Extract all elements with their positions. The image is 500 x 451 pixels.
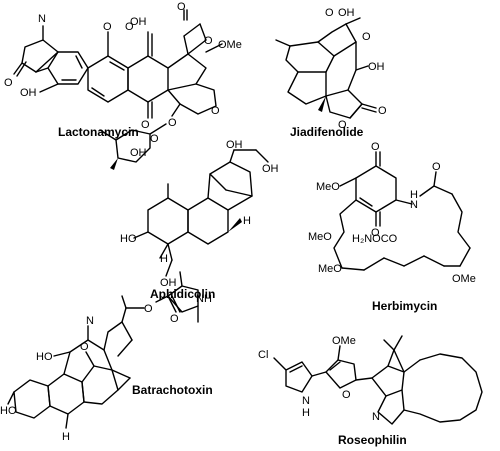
- lactonamycin-structure: N O O O OH OH O O OMe O O O O OH Lactona…: [4, 1, 242, 170]
- herbimycin-atom-h2nocoo: H₂NOCO: [352, 233, 398, 245]
- herbimycin-structure: O O MeO N H O H₂NOCO MeO MeO OMe Herbimy…: [308, 141, 476, 313]
- roseophilin-name: Roseophilin: [338, 433, 407, 447]
- herbimycin-atom-o1: O: [371, 141, 380, 153]
- aphidicolin-atom-oh3: OH: [160, 277, 177, 289]
- lactonamycin-atom-o7: O: [211, 105, 220, 117]
- jiadifenolide-atom-oh1: OH: [338, 7, 355, 19]
- jiadifenolide-atom-o4: O: [378, 105, 387, 117]
- roseophilin-atom-o: O: [342, 389, 351, 401]
- aphidicolin-atom-oh1: OH: [226, 139, 243, 151]
- aphidicolin-atom-h2: H: [160, 253, 168, 265]
- lactonamycin-name: Lactonamycin: [58, 125, 139, 139]
- batrachotoxin-atom-h2: H: [62, 431, 70, 443]
- batrachotoxin-atom-o1: O: [144, 303, 153, 315]
- batrachotoxin-atom-o3: O: [80, 341, 89, 353]
- batrachotoxin-atom-n2: N: [196, 293, 204, 305]
- batrachotoxin-name: Batrachotoxin: [132, 383, 213, 397]
- aphidicolin-atom-ho: HO: [120, 233, 137, 245]
- lactonamycin-atom-n: N: [38, 13, 46, 25]
- batrachotoxin-structure: N O O HO HO O N H H Batrachotoxin: [0, 271, 213, 443]
- jiadifenolide-name: Jiadifenolide: [290, 125, 364, 139]
- jiadifenolide-atom-o2: O: [362, 31, 371, 43]
- roseophilin-atom-ome: OMe: [332, 335, 356, 347]
- batrachotoxin-atom-ho1: HO: [0, 405, 17, 417]
- roseophilin-structure: OMe Cl N H O N Roseophilin: [258, 335, 483, 447]
- lactonamycin-atom-oh2: OH: [20, 87, 37, 99]
- lactonamycin-atom-o5: O: [204, 35, 213, 47]
- herbimycin-atom-meo2: MeO: [308, 231, 332, 243]
- herbimycin-atom-meo3: MeO: [318, 263, 342, 275]
- jiadifenolide-structure: O OH O OH O O Jiadifenolide: [275, 7, 387, 139]
- jiadifenolide-atom-oh2: OH: [368, 61, 385, 73]
- jiadifenolide-atom-o3: O: [338, 119, 347, 131]
- roseophilin-atom-n1: N: [302, 395, 310, 407]
- aphidicolin-atom-oh2: OH: [262, 163, 279, 175]
- herbimycin-atom-o3: O: [432, 161, 441, 173]
- roseophilin-atom-cl: Cl: [258, 349, 268, 361]
- roseophilin-atom-n2: N: [372, 411, 380, 423]
- lactonamycin-atom-oh1: OH: [130, 16, 147, 28]
- jiadifenolide-atom-o1: O: [325, 7, 334, 19]
- lactonamycin-atom-o1: O: [4, 77, 13, 89]
- aphidicolin-structure: OH OH HO H H OH Aphidicolin: [120, 139, 279, 301]
- batrachotoxin-atom-h1: H: [204, 293, 212, 305]
- lactonamycin-atom-o6: O: [141, 119, 150, 131]
- lactonamycin-atom-o3: O: [125, 21, 134, 33]
- roseophilin-atom-h: H: [302, 407, 310, 419]
- herbimycin-name: Herbimycin: [372, 299, 437, 313]
- herbimycin-atom-o2: O: [371, 227, 380, 239]
- herbimycin-atom-n: N: [410, 199, 418, 211]
- lactonamycin-atom-o2: O: [103, 21, 112, 33]
- herbimycin-atom-ome: OMe: [452, 273, 476, 285]
- batrachotoxin-atom-n1: N: [86, 315, 94, 327]
- batrachotoxin-atom-ho2: HO: [36, 351, 53, 363]
- herbimycin-atom-h: H: [410, 189, 418, 201]
- aphidicolin-atom-h1: H: [243, 215, 251, 227]
- lactonamycin-atom-o4: O: [177, 1, 186, 13]
- herbimycin-atom-meo1: MeO: [316, 181, 340, 193]
- lactonamycin-atom-ome: OMe: [218, 39, 242, 51]
- lactonamycin-atom-oh3: OH: [130, 147, 147, 159]
- batrachotoxin-atom-o2: O: [170, 313, 179, 325]
- lactonamycin-atom-o8: O: [168, 117, 177, 129]
- lactonamycin-atom-o9: O: [150, 133, 159, 145]
